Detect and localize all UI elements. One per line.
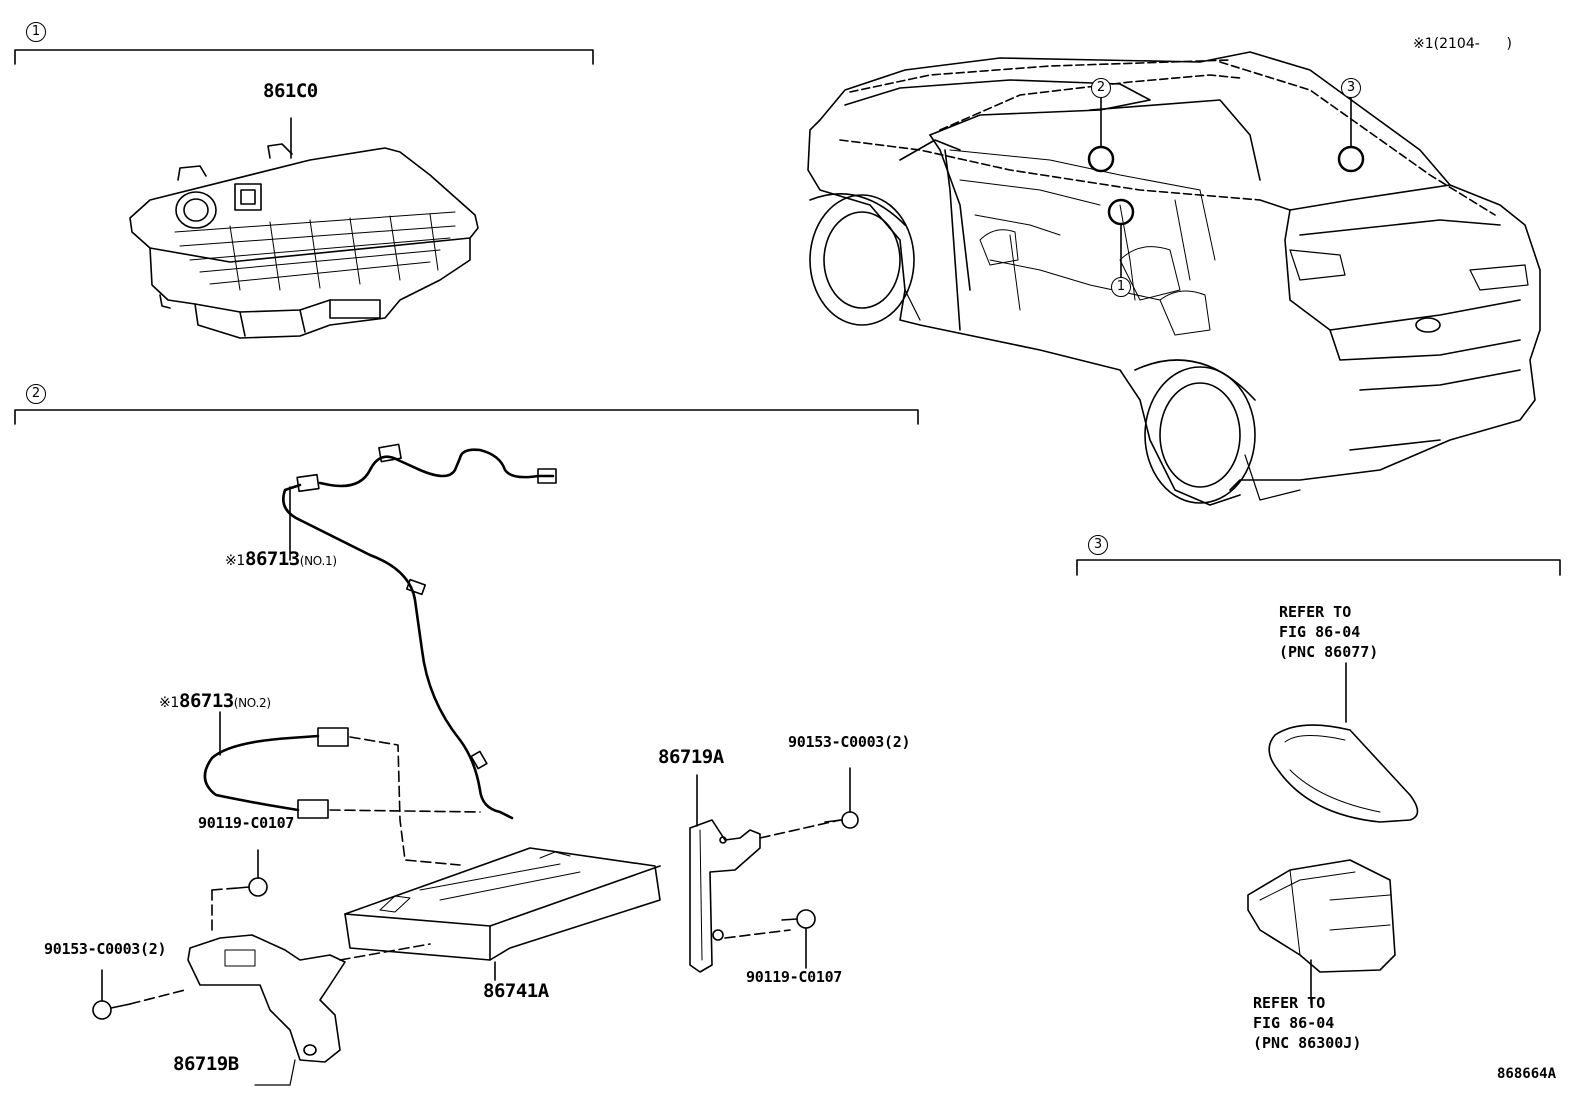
part-suffix: (NO.1)	[299, 554, 337, 568]
variant-note: ※1(2104- )	[1413, 36, 1512, 52]
bolt-90153-right	[824, 767, 859, 829]
part-label-86741a: 86741A	[483, 980, 549, 1002]
antenna-cover-illustration	[1268, 662, 1419, 823]
display-unit-illustration	[129, 117, 479, 339]
reference-line: (PNC 86300J)	[1253, 1034, 1362, 1052]
section-1-marker: 1	[26, 22, 46, 42]
part-label-86713-no2: ※186713(NO.2)	[159, 692, 271, 711]
part-label-90119-left: 90119-C0107	[198, 814, 295, 832]
reference-line: (PNC 86077)	[1279, 643, 1379, 661]
part-label-861c0: 861C0	[263, 80, 318, 102]
section-1-bracket	[14, 49, 594, 65]
part-label-86719a: 86719A	[658, 746, 724, 768]
vehicle-illustration	[807, 51, 1541, 506]
part-label-86713-no1: ※186713(NO.1)	[225, 550, 337, 569]
bracket-86719a-illustration	[689, 774, 841, 973]
reference-line: REFER TO	[1253, 994, 1326, 1012]
cable-86713-no1-illustration	[282, 443, 557, 820]
part-label-90119-right: 90119-C0107	[746, 968, 843, 986]
cable-86713-no2-illustration	[203, 711, 481, 866]
bolt-90153-left	[92, 969, 186, 1020]
reference-note-86077: REFER TO FIG 86-04 (PNC 86077)	[1279, 602, 1378, 662]
antenna-base-illustration	[1247, 859, 1396, 1005]
vehicle-callout-2: 2	[1091, 78, 1111, 98]
bolt-90119-left	[211, 849, 268, 931]
vehicle-callout-1: 1	[1111, 277, 1131, 297]
part-label-90153-left: 90153-C0003(2)	[44, 940, 167, 958]
variant-mark: ※1	[225, 553, 246, 569]
reference-line: FIG 86-04	[1253, 1014, 1335, 1032]
section-2-marker: 2	[26, 384, 46, 404]
bolt-90119-right	[781, 909, 816, 969]
reference-line: REFER TO	[1279, 603, 1352, 621]
bracket-86719b-illustration	[187, 934, 431, 1086]
section-2-bracket	[14, 409, 919, 425]
part-label-90153-right: 90153-C0003(2)	[788, 733, 911, 751]
section-3-marker: 3	[1088, 535, 1108, 555]
reference-line: FIG 86-04	[1279, 623, 1361, 641]
variant-note-range: (2104- )	[1433, 36, 1512, 52]
variant-note-mark: ※1	[1413, 36, 1434, 52]
part-label-86719b: 86719B	[173, 1053, 239, 1075]
illustration-number: 868664A	[1497, 1066, 1557, 1082]
variant-mark: ※1	[159, 695, 180, 711]
part-number: 86713	[179, 690, 234, 712]
vehicle-callout-3: 3	[1341, 78, 1361, 98]
reference-note-86300j: REFER TO FIG 86-04 (PNC 86300J)	[1253, 993, 1361, 1053]
part-number: 86713	[245, 548, 300, 570]
amplifier-86741a-illustration	[344, 847, 661, 981]
section-3-bracket	[1076, 559, 1561, 576]
part-suffix: (NO.2)	[233, 696, 271, 710]
